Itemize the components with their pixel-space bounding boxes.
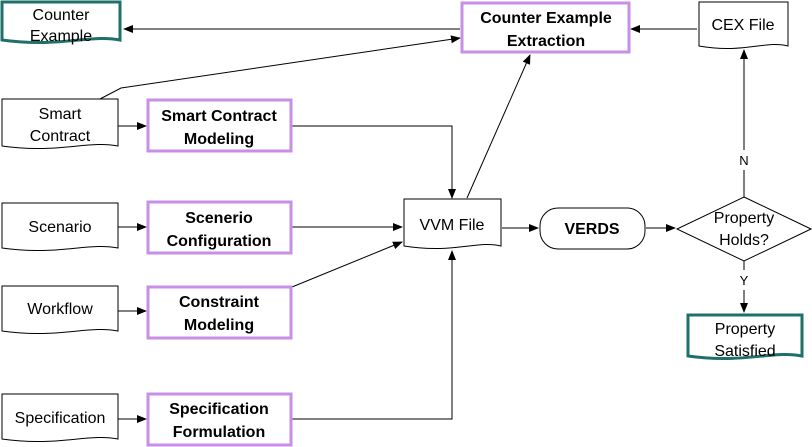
- workflow-label: Workflow: [27, 301, 93, 318]
- extraction-line1: Counter Example: [480, 10, 612, 27]
- verds-node: VERDS: [539, 207, 646, 250]
- cex-file-label: CEX File: [711, 17, 774, 34]
- property-satisfied-line1: Property: [715, 321, 775, 338]
- vvm-file-node: VVM File: [403, 198, 502, 249]
- smart-contract-modeling-line1: Smart Contract: [161, 108, 277, 125]
- smart-contract-line2: Contract: [30, 128, 91, 145]
- counter-example-node: Counter Example: [0, 0, 122, 45]
- smart-contract-modeling-node: Smart Contract Modeling: [146, 98, 293, 153]
- constraint-modeling-line2: Modeling: [184, 317, 254, 334]
- specification-label: Specification: [15, 410, 106, 427]
- yes-label-bg: [736, 270, 752, 290]
- no-label: N: [739, 153, 748, 168]
- scenario-label: Scenario: [28, 219, 91, 236]
- scenario-configuration-node: Scenerio Configuration: [146, 200, 293, 255]
- property-satisfied-node: Property Satisfied: [686, 313, 804, 360]
- smart-contract-line1: Smart: [39, 106, 82, 123]
- connectors: [99, 25, 748, 423]
- cex-file-node: CEX File: [698, 1, 789, 49]
- scenario-node: Scenario: [1, 202, 119, 251]
- property-satisfied-line2: Satisfied: [714, 343, 775, 360]
- edge-vvm-to-extraction: [466, 54, 531, 199]
- property-holds-line1: Property: [714, 210, 774, 227]
- scenario-configuration-line2: Configuration: [167, 233, 272, 250]
- workflow-node: Workflow: [1, 285, 119, 334]
- scenario-configuration-line1: Scenerio: [185, 210, 253, 227]
- constraint-modeling-line1: Constraint: [179, 294, 260, 311]
- vvm-file-label: VVM File: [420, 217, 485, 234]
- verds-label: VERDS: [564, 221, 619, 238]
- counter-example-extraction-node: Counter Example Extraction: [460, 1, 631, 54]
- no-label-bg: [736, 150, 752, 170]
- extraction-line2: Extraction: [507, 33, 585, 50]
- yes-label: Y: [740, 273, 749, 288]
- property-holds-line2: Holds?: [719, 232, 769, 249]
- edge-formulation-to-vvm: [292, 250, 456, 420]
- property-holds-decision: Property Holds?: [675, 196, 812, 262]
- counter-example-line1: Counter: [33, 7, 91, 24]
- specification-formulation-line1: Specification: [169, 401, 269, 418]
- smart-contract-node: Smart Contract: [1, 98, 119, 149]
- edge-smart-contract-to-extraction: [99, 35, 461, 100]
- constraint-modeling-node: Constraint Modeling: [146, 285, 293, 340]
- edge-modeling-to-vvm: [292, 125, 456, 199]
- specification-formulation-node: Specification Formulation: [146, 392, 293, 447]
- counter-example-line2: Example: [30, 28, 92, 45]
- edge-constraint-to-vvm: [291, 241, 403, 288]
- specification-formulation-line2: Formulation: [173, 424, 265, 441]
- smart-contract-modeling-line2: Modeling: [184, 131, 254, 148]
- specification-node: Specification: [1, 393, 119, 442]
